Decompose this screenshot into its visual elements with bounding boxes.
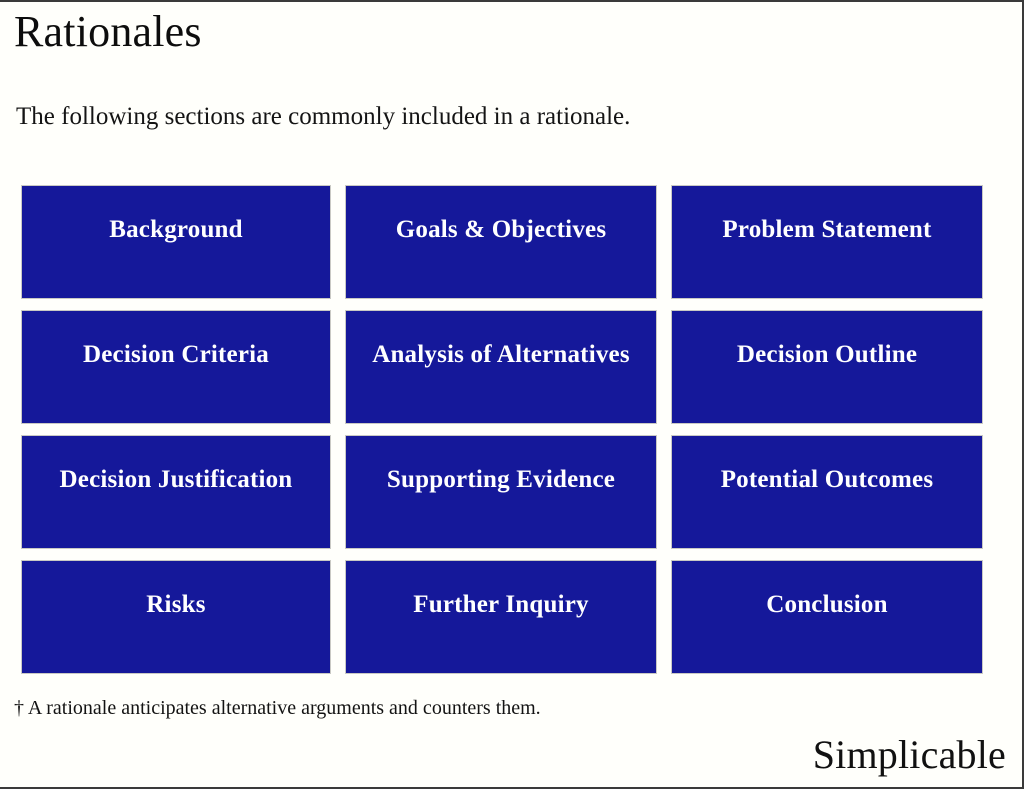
footnote-text: † A rationale anticipates alternative ar… [14,697,541,719]
section-box-analysis-of-alternatives[interactable]: Analysis of Alternatives [345,310,657,424]
section-box-decision-criteria[interactable]: Decision Criteria [21,310,331,424]
section-box-background[interactable]: Background [21,185,331,299]
section-box-decision-outline[interactable]: Decision Outline [671,310,983,424]
section-label: Further Inquiry [413,591,589,618]
page-title: Rationales [14,7,202,56]
section-label: Risks [146,591,206,618]
section-box-further-inquiry[interactable]: Further Inquiry [345,560,657,674]
section-box-supporting-evidence[interactable]: Supporting Evidence [345,435,657,549]
section-box-goals-objectives[interactable]: Goals & Objectives [345,185,657,299]
section-label: Decision Criteria [83,341,269,368]
section-label: Potential Outcomes [720,466,934,493]
section-label: Goals & Objectives [395,216,607,243]
section-label: Decision Justification [59,466,293,493]
section-label: Decision Outline [736,341,918,368]
section-label: Supporting Evidence [386,466,616,493]
section-box-potential-outcomes[interactable]: Potential Outcomes [671,435,983,549]
section-box-conclusion[interactable]: Conclusion [671,560,983,674]
sections-grid: Background Goals & Objectives Problem St… [21,185,983,674]
section-label: Background [109,216,243,243]
section-label: Problem Statement [722,216,932,243]
section-box-problem-statement[interactable]: Problem Statement [671,185,983,299]
section-box-decision-justification[interactable]: Decision Justification [21,435,331,549]
section-label: Analysis of Alternatives [372,341,630,368]
section-label: Conclusion [766,591,888,618]
page-subtitle: The following sections are commonly incl… [16,103,631,130]
section-box-risks[interactable]: Risks [21,560,331,674]
brand-wordmark: Simplicable [812,732,1006,777]
